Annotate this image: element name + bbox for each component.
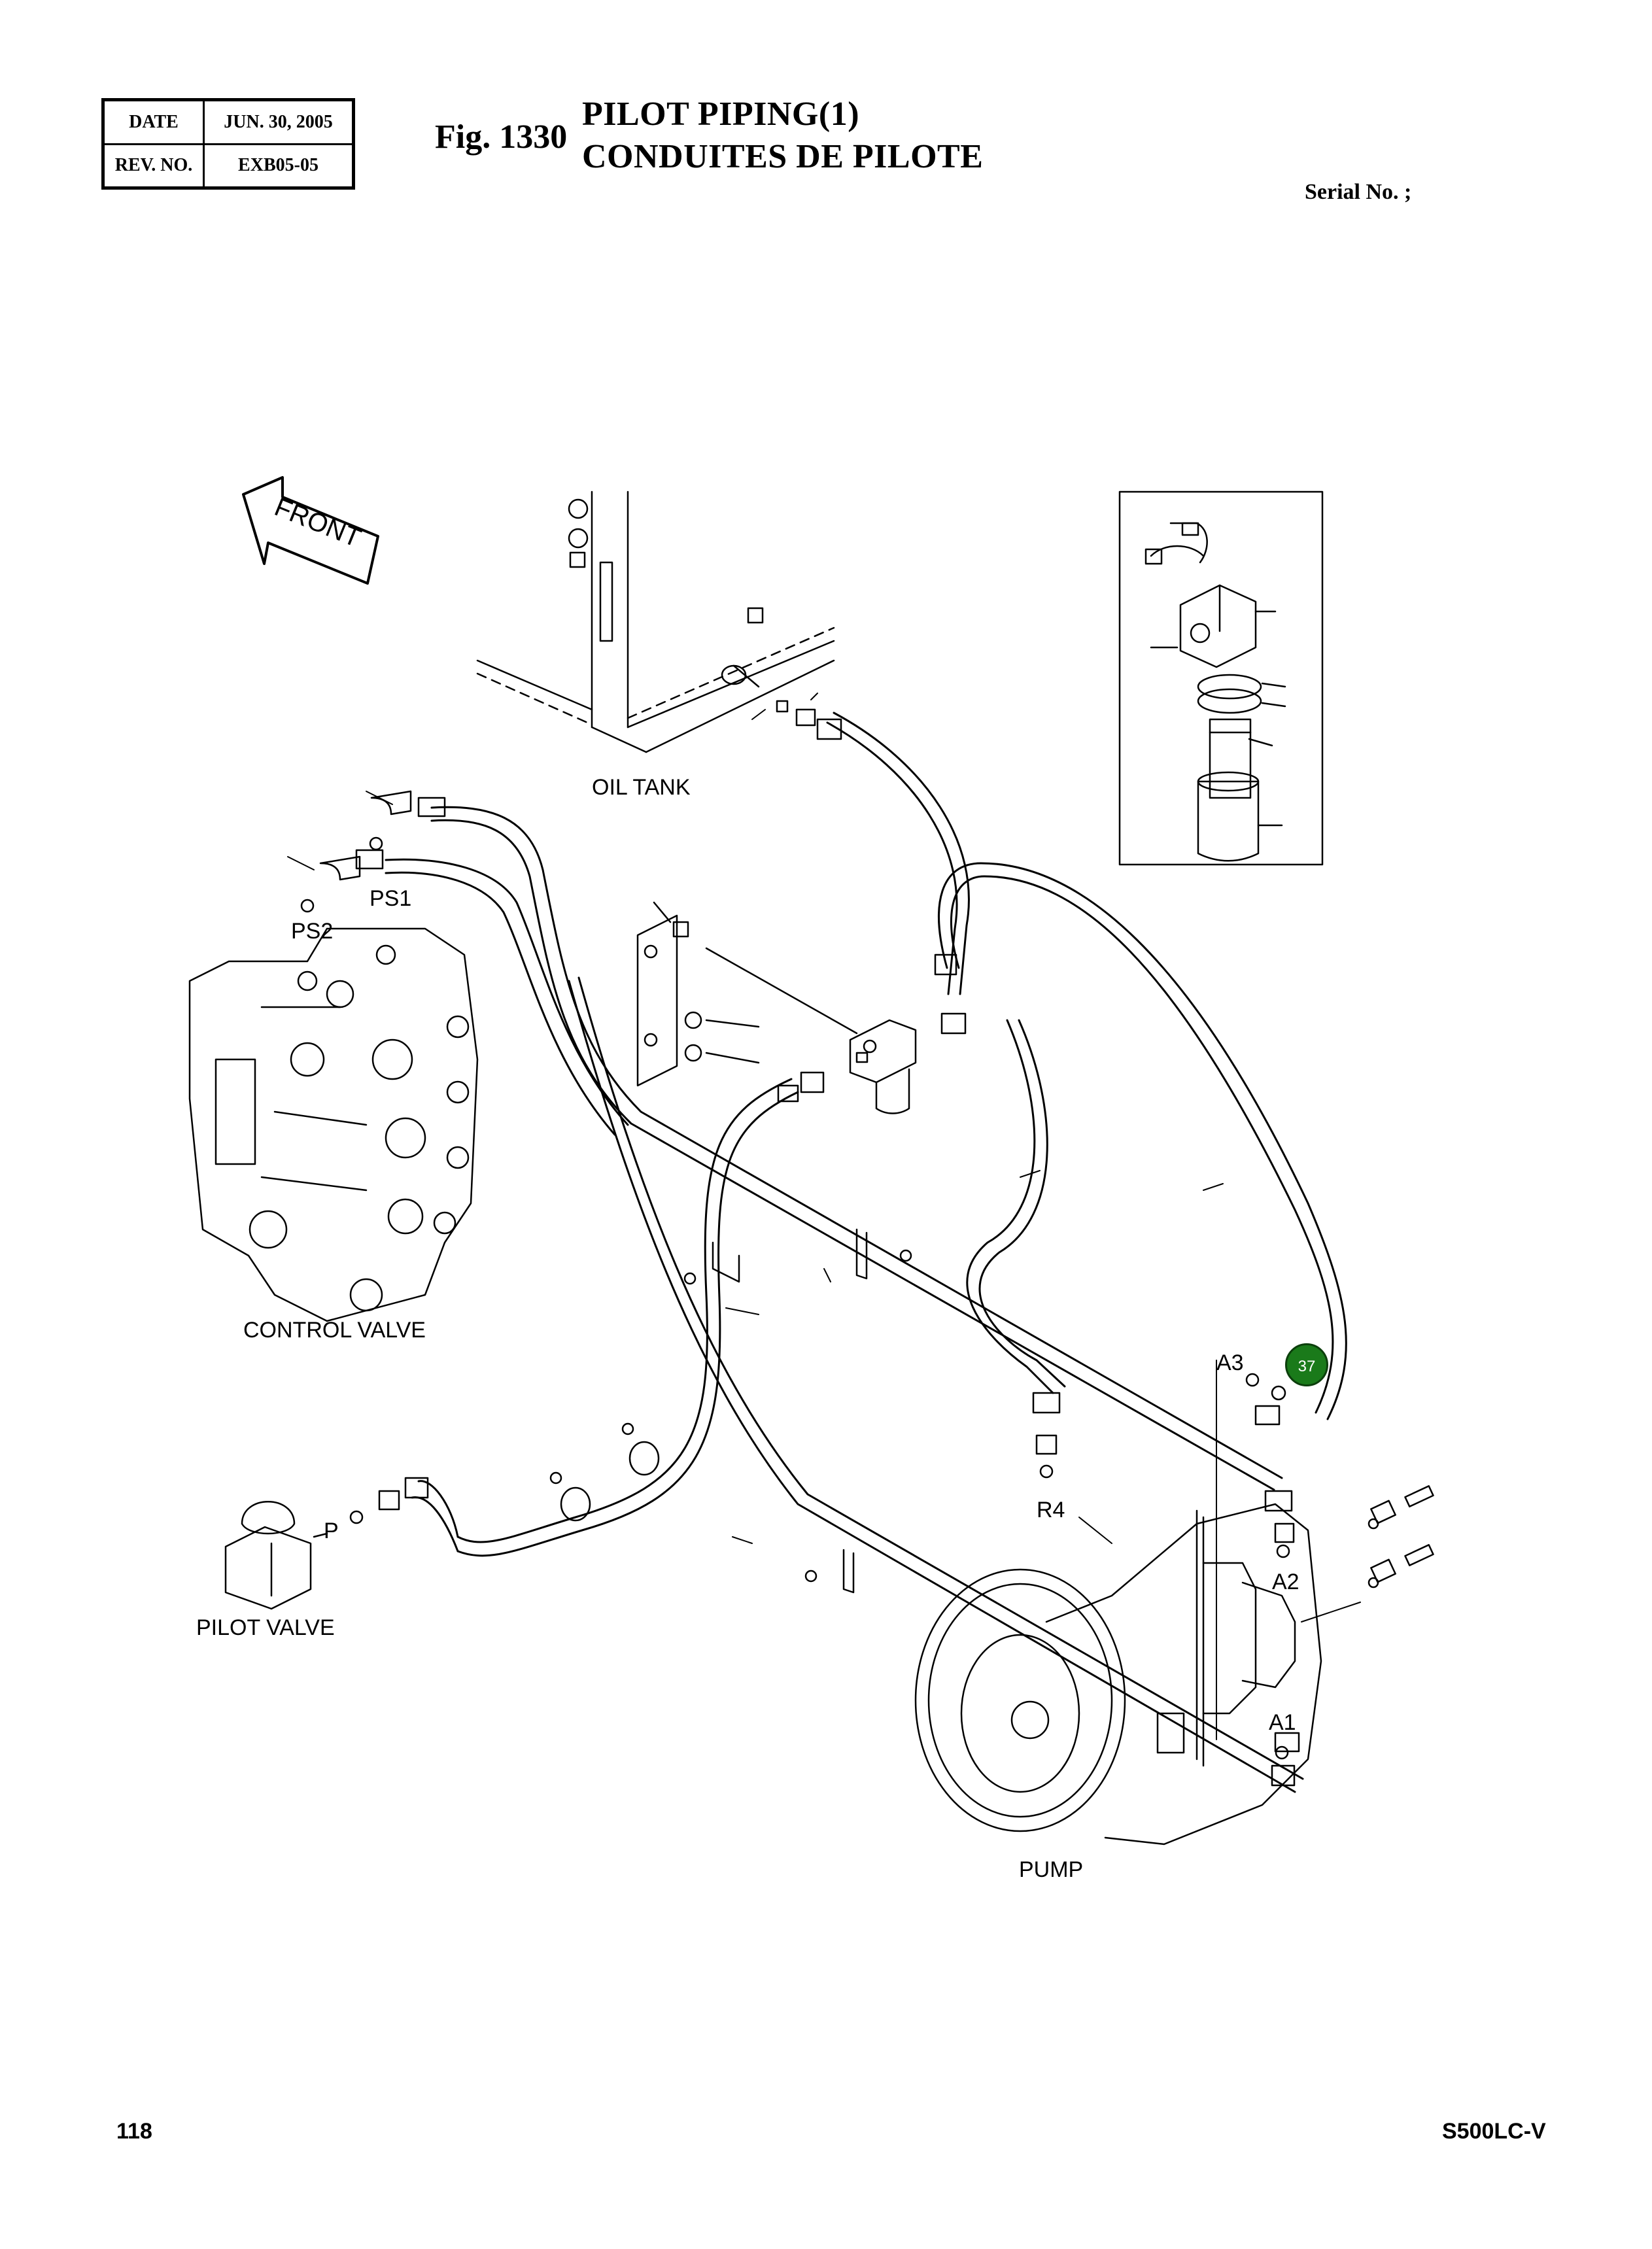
rev-label: REV. NO. [102,143,205,189]
figure-number: Fig. 1330 [435,118,568,156]
page-subtitle: CONDUITES DE PILOTE [582,138,984,175]
r4-port-label: R4 [1037,1498,1065,1522]
rev-value: EXB05-05 [203,143,354,189]
pump-drawing [914,1503,1322,1846]
control-valve-drawing [188,927,479,1322]
a3-port-label: A3 [1216,1350,1244,1375]
leader-lines [287,693,1361,1740]
line-filter-drawing [705,947,917,1114]
date-value: JUN. 30, 2005 [203,99,354,145]
pilot-valve-label: PILOT VALVE [196,1615,335,1640]
clamps-drawing [549,1228,912,1594]
a1-port-label: A1 [1269,1710,1296,1735]
p-port-label: P [324,1519,339,1543]
part-callout-37[interactable]: 37 [1285,1343,1328,1386]
revision-info-table: DATE JUN. 30, 2005 REV. NO. EXB05-05 [101,98,355,190]
ps1-label: PS1 [370,886,412,911]
page-title: PILOT PIPING(1) [582,95,860,133]
control-valve-label: CONTROL VALVE [243,1318,426,1343]
a2-port-label: A2 [1272,1570,1299,1594]
filter-inset-drawing [1118,490,1324,866]
hose-lines [385,712,1347,1793]
fittings-drawing [300,700,1434,1787]
oil-tank-drawing [476,490,835,753]
bracket-plate-drawing [636,901,760,1087]
pump-label: PUMP [1019,1857,1084,1882]
oil-tank-label: OIL TANK [592,775,691,800]
model-name: S500LC-V [1442,2119,1546,2144]
page-number: 118 [116,2119,152,2144]
front-arrow-icon [242,476,379,585]
front-label: FRONT [271,492,365,553]
date-label: DATE [102,99,205,145]
ps2-label: PS2 [291,919,334,944]
serial-number-label: Serial No. ; [1305,180,1412,204]
pilot-valve-drawing [224,1501,328,1610]
